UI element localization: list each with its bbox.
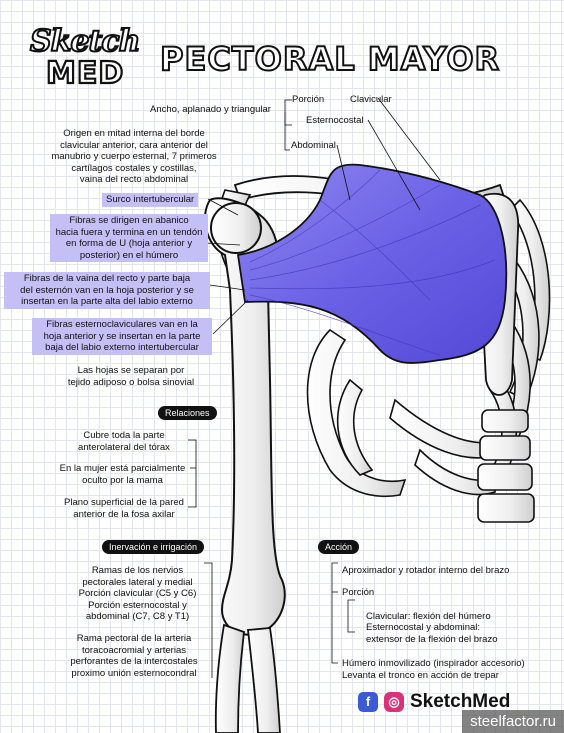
relacion-line: En la mujer está parcialmente (59, 463, 186, 474)
relacion-line: Cubre toda la parte (83, 430, 165, 441)
relacion-line: Plano superficial de la pared (64, 497, 184, 508)
origin-line: manubrio y cuerpo esternal, 7 primeros (51, 151, 217, 162)
nerves-block: Ramas de los nervios pectorales lateral … (70, 565, 205, 623)
shape-label: Ancho, aplanado y triangular (150, 104, 271, 115)
relacion-item: En la mujer está parcialmente oculto por… (55, 463, 190, 486)
fibras-line: baja del labio externo intertubercular (45, 342, 199, 353)
muscle-fibers (249, 169, 496, 356)
accion-aproximador: Aproximador y rotador interno del brazo (342, 565, 510, 576)
surco-label: Surco intertubercular (102, 193, 199, 207)
relacion-line: anterolateral del tórax (78, 441, 170, 453)
arteries-block: Rama pectoral de la arteria toracoacromi… (60, 633, 208, 679)
sketchmed-logo: Sketch MED (29, 23, 141, 92)
relacion-line: oculto por la mama (82, 474, 163, 486)
logo-text-bottom: MED (45, 55, 125, 92)
arteries-line: Rama pectoral de la arteria (76, 633, 192, 644)
footer-brand: SketchMed (410, 691, 511, 712)
hojas-block: Las hojas se separan por tejido adiposo … (56, 365, 206, 388)
accion-esternocostal: Esternocostal y abdominal: extensor de l… (366, 622, 498, 645)
accion-line: Esternocostal y abdominal: (366, 622, 481, 633)
portion-clavicular: Clavicular (350, 94, 392, 105)
accion-line: Húmero inmovilizado (inspirador accesori… (342, 658, 525, 669)
fibras-line: Fibras se dirigen en abanico (69, 215, 189, 226)
fibras-line: del esternón van en la hoja posterior y … (20, 284, 194, 296)
nerves-line: Ramas de los nervios (91, 565, 184, 576)
fibras-line: en forma de U (hoja anterior y (65, 238, 193, 249)
rib-cage (306, 198, 551, 498)
arteries-line: perforantes de la intercostales (70, 656, 198, 667)
fibras-esternoclaviculares-block: Fibras esternoclaviculares van en la hoj… (32, 318, 212, 355)
portion-abdominal: Abdominal (291, 140, 336, 151)
origin-line: vaina del recto abdominal (79, 174, 189, 185)
spine (477, 409, 535, 523)
fibras-line: posterior) en el húmero (79, 249, 179, 261)
fibras-line: Fibras esternoclaviculares van en la (46, 319, 198, 330)
forearm (214, 623, 281, 733)
pectoralis-major-muscle (236, 163, 508, 364)
portion-label: Porción (292, 94, 325, 105)
nerves-line: Porción clavicular (C5 y C6) (78, 588, 197, 599)
accion-inmovilizado: Húmero inmovilizado (inspirador accesori… (342, 658, 525, 681)
origin-block: Origen en mitad interna del borde clavic… (44, 128, 224, 186)
leader-lines (188, 97, 441, 678)
arteries-line: proximo unión esternocondral (71, 667, 197, 679)
logo-text-top: Sketch (29, 23, 141, 60)
hojas-line: Las hojas se separan por (77, 365, 185, 376)
accion-line: extensor de la flexión del brazo (366, 633, 498, 645)
fibras-vaina-block: Fibras de la vaina del recto y parte baj… (4, 272, 210, 309)
nerves-line: Porción esternocostal y (88, 599, 187, 611)
relacion-item: Cubre toda la parte anterolateral del tó… (60, 430, 188, 453)
accion-header: Acción (318, 540, 360, 554)
fibras-line: hoja anterior y se insertan en la parte (43, 330, 201, 342)
hojas-line: tejido adiposo o bolsa sinovial (67, 376, 195, 388)
portion-esternocostal: Esternocostal (306, 115, 364, 126)
fibras-abanico-block: Fibras se dirigen en abanico hacia fuera… (50, 214, 208, 262)
nerves-line: abdominal (C7, C8 y T1) (85, 611, 190, 622)
fibras-line: hacia fuera y termina en un tendón (55, 226, 203, 238)
arteries-line: toracoacromial y arterias (81, 644, 186, 656)
nerves-line: pectorales lateral y medial (82, 576, 193, 588)
inervacion-header: Inervación e irrigación (102, 540, 205, 554)
relacion-item: Plano superficial de la pared anterior d… (60, 497, 188, 520)
relaciones-header: Relaciones (158, 406, 217, 420)
page-title: PECTORAL MAYOR (159, 39, 501, 79)
origin-line: clavicular anterior, cara anterior del (60, 139, 208, 151)
origin-line: Origen en mitad interna del borde (63, 128, 205, 139)
accion-clavicular: Clavicular: flexión del húmero (366, 611, 491, 622)
accion-line: Levanta el tronco en acción de trepar (342, 669, 499, 681)
fibras-line: insertan en la parte alta del labio exte… (21, 296, 193, 307)
relacion-line: anterior de la fosa axilar (73, 508, 175, 520)
instagram-icon[interactable]: ◎ (384, 692, 404, 712)
facebook-icon[interactable]: f (358, 692, 378, 712)
watermark: steelfactor.ru (462, 710, 564, 733)
fibras-line: Fibras de la vaina del recto y parte baj… (23, 273, 191, 284)
accion-porcion: Porción (342, 587, 375, 598)
origin-line: cartílagos costales y costillas, (71, 162, 197, 174)
